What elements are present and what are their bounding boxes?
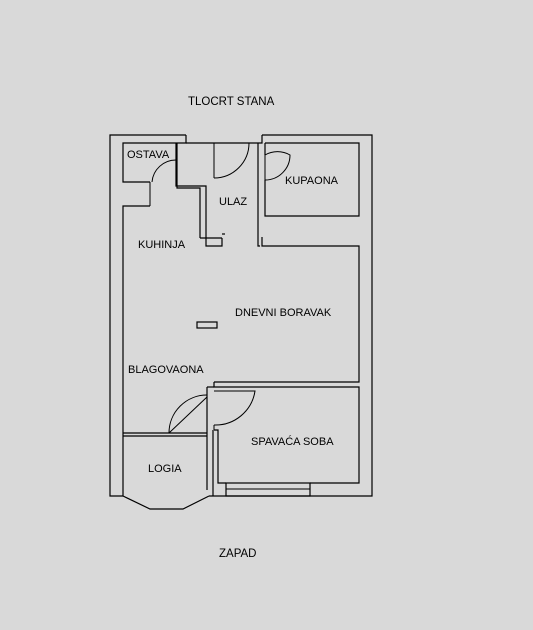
vent-symbol xyxy=(196,321,218,329)
bedroom-walls xyxy=(206,382,360,497)
room-label-kuhinja: KUHINJA xyxy=(138,239,186,251)
room-label-spavaca-soba: SPAVAĆA SOBA xyxy=(251,435,334,448)
room-label-blagovaona: BLAGOVAONA xyxy=(128,364,204,376)
room-label-logia: LOGIA xyxy=(148,463,182,475)
room-label-ulaz: ULAZ xyxy=(219,196,247,208)
logia-walls xyxy=(122,432,210,510)
orientation-label: ZAPAD xyxy=(219,548,257,560)
ostava-walls xyxy=(175,143,225,247)
room-label-ostava: OSTAVA xyxy=(127,149,170,161)
plan-title: TLOCRT STANA xyxy=(188,96,275,108)
room-label-kupaona: KUPAONA xyxy=(285,175,339,187)
kupaona-walls xyxy=(214,142,360,383)
doors xyxy=(149,142,291,434)
room-label-dnevni-boravak: DNEVNI BORAVAK xyxy=(235,307,332,319)
